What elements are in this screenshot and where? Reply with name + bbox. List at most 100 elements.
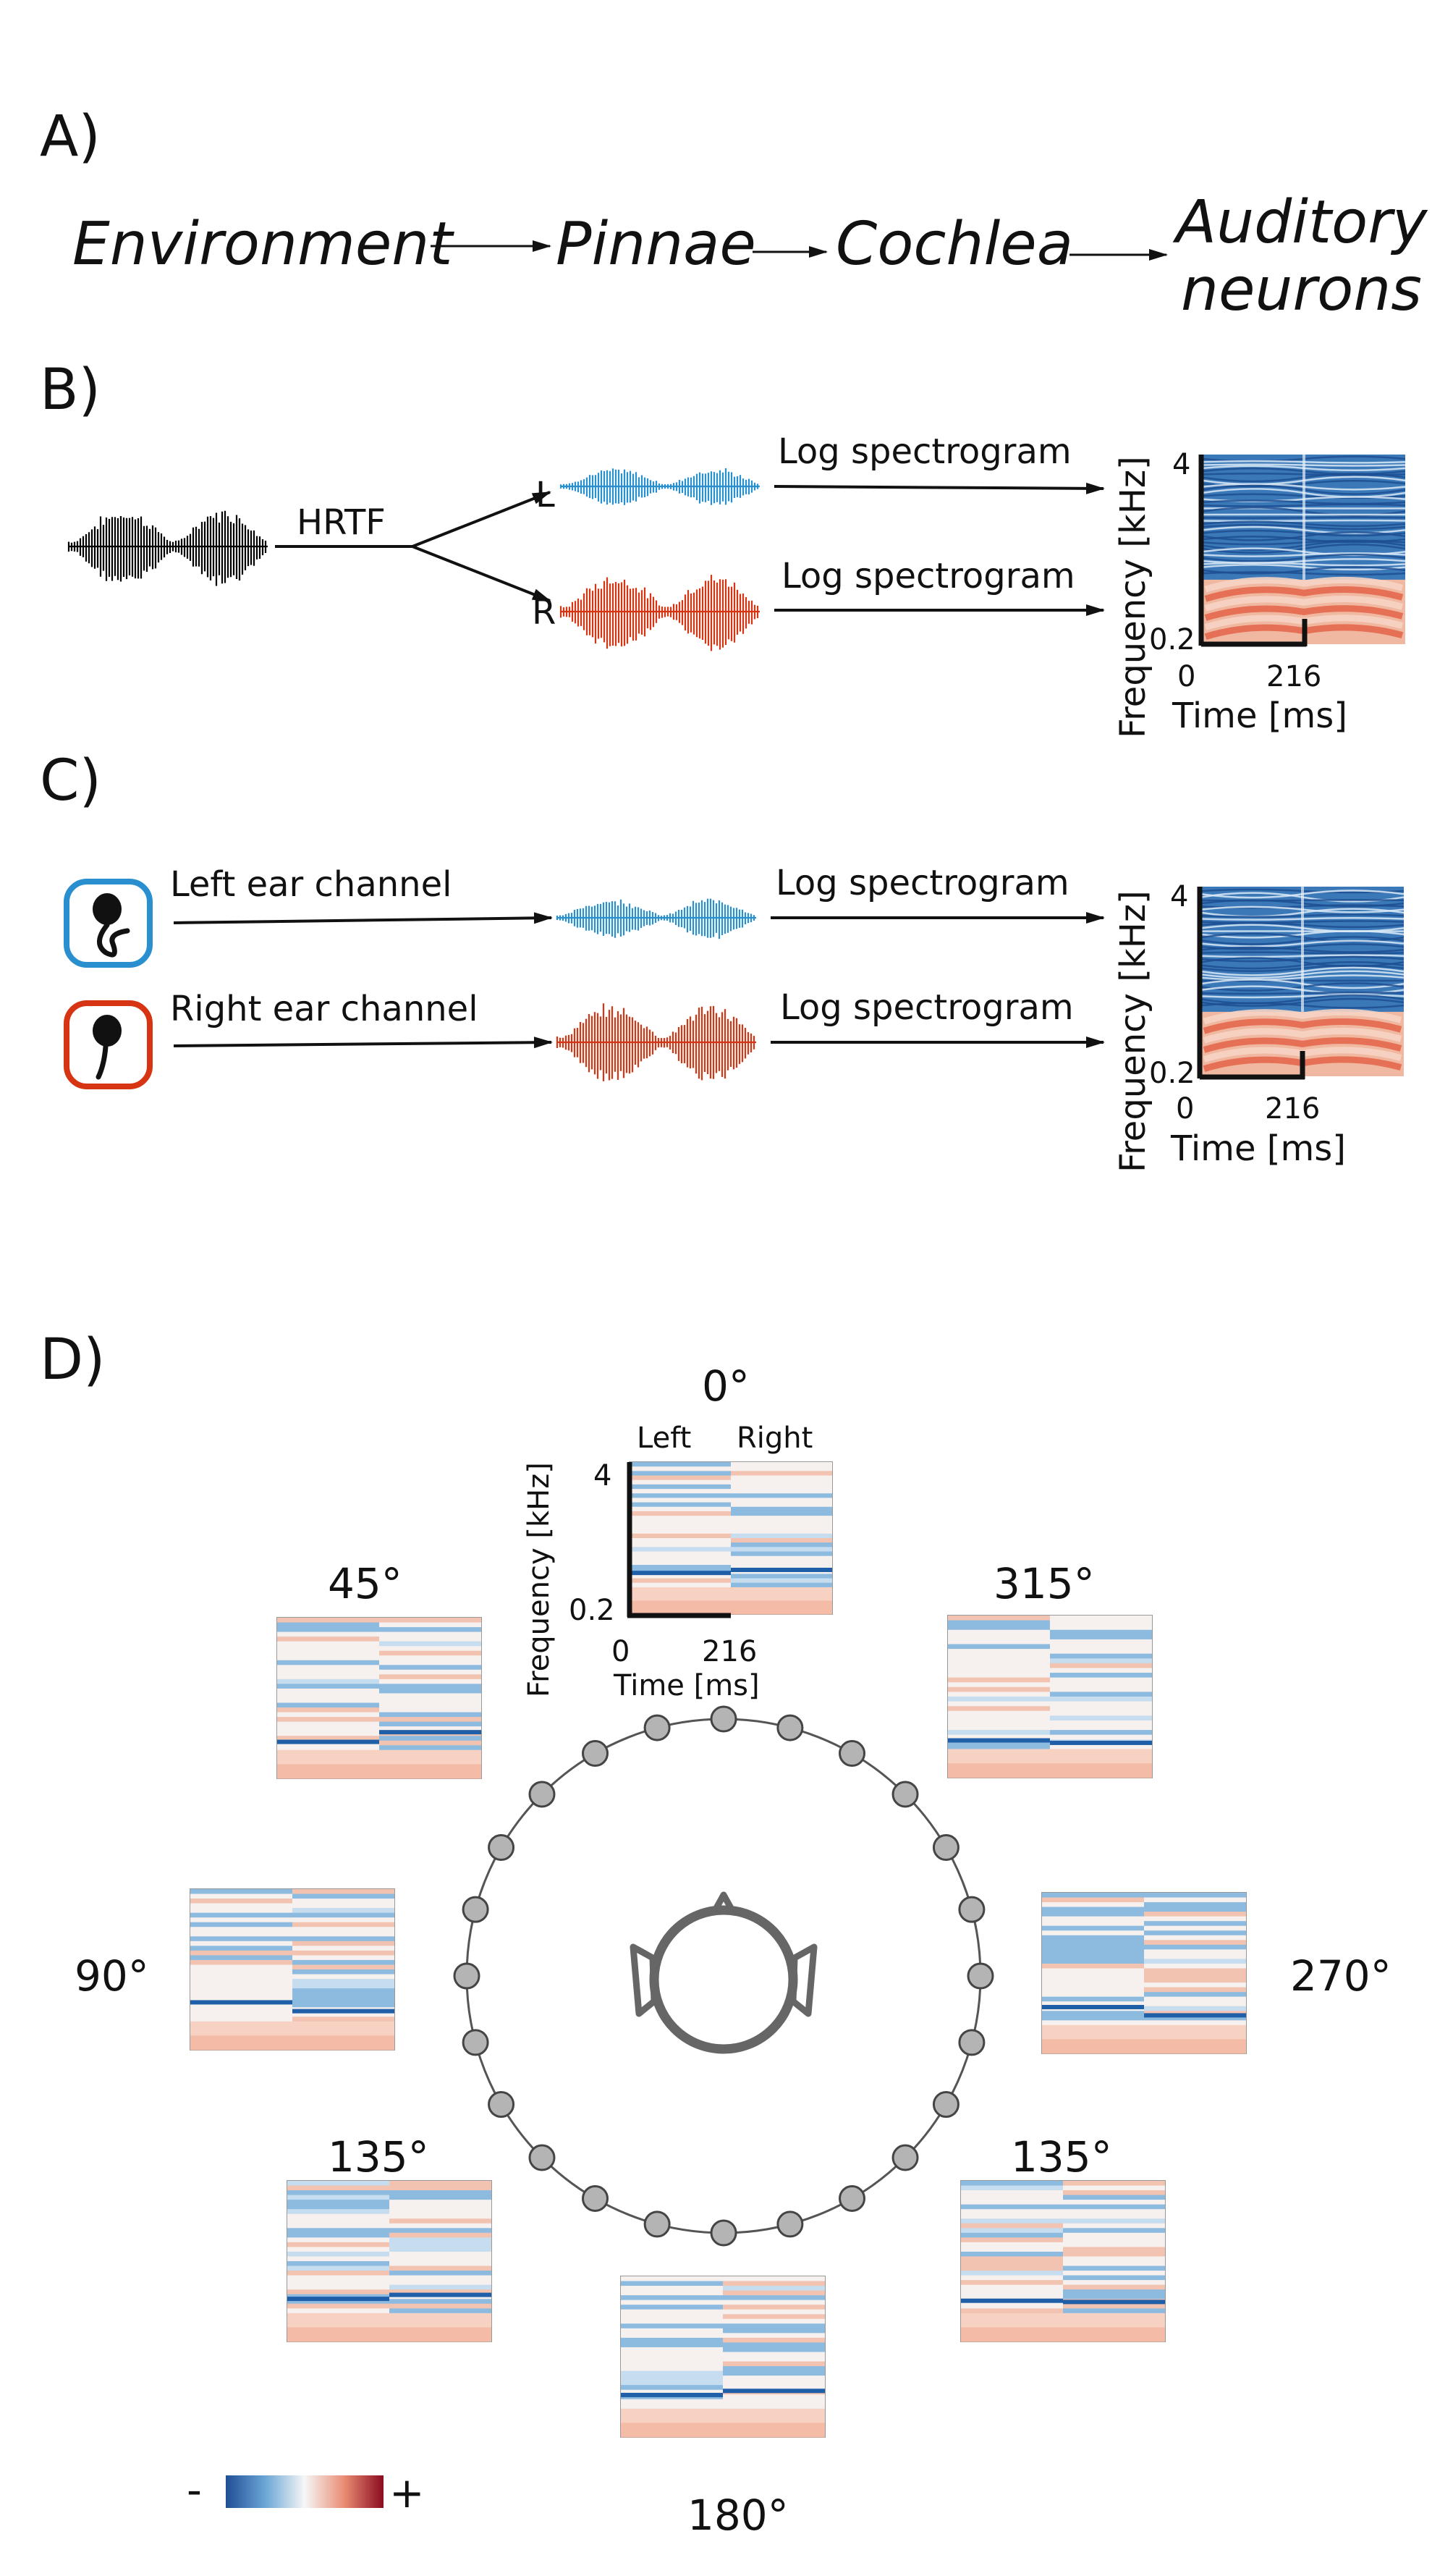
map-stripe xyxy=(630,1520,731,1525)
map-stripe xyxy=(287,2190,389,2196)
map-stripe xyxy=(190,1941,292,1946)
map-stripe xyxy=(379,1707,481,1713)
map-stripe xyxy=(292,2026,394,2032)
map-stripe xyxy=(961,2336,1063,2342)
map-stripe xyxy=(1063,2322,1165,2328)
map-stripe xyxy=(1042,2030,1144,2035)
map-stripe xyxy=(621,2389,723,2395)
spectrogram-formant xyxy=(1204,576,1404,593)
spec-c-ytick-bottom: 0.2 xyxy=(1149,1057,1195,1090)
map-stripe xyxy=(961,2242,1063,2247)
map-stripe xyxy=(961,2204,1063,2210)
speaker-dot xyxy=(643,2210,671,2238)
map-stripe xyxy=(379,1698,481,1704)
map-stripe xyxy=(621,2427,723,2433)
map-stripe xyxy=(723,2417,825,2423)
map-stripe xyxy=(1042,2001,1144,2007)
map-stripe xyxy=(1063,2280,1165,2286)
map-stripe xyxy=(723,2413,825,2419)
map-stripe xyxy=(961,2265,1063,2271)
map-stripe xyxy=(630,1524,731,1530)
map-stripe xyxy=(621,2399,723,2404)
map-stripe xyxy=(731,1524,832,1530)
map-stripe xyxy=(723,2305,825,2310)
map-stripe xyxy=(630,1502,731,1508)
map-stripe xyxy=(277,1627,379,1633)
stage-environment: Environment xyxy=(72,210,454,279)
map-stripe xyxy=(1063,2265,1165,2271)
map-stripe xyxy=(948,1763,1050,1769)
map-stripe xyxy=(1050,1686,1152,1692)
map-stripe xyxy=(731,1578,832,1584)
map-0-ylabel: Frequency [kHz] xyxy=(522,1462,556,1697)
map-stripe xyxy=(723,2300,825,2305)
map-stripe xyxy=(389,2228,491,2234)
binaural-map-180 xyxy=(620,2276,826,2438)
spectrogram-formant xyxy=(1203,1018,1402,1034)
map-strong-band xyxy=(379,1730,481,1735)
map-stripe xyxy=(621,2290,723,2296)
map-stripe xyxy=(379,1745,481,1751)
map-stripe xyxy=(190,1922,292,1927)
map-stripe xyxy=(389,2218,491,2224)
map-stripe xyxy=(731,1493,832,1498)
map-stripe xyxy=(961,2200,1063,2205)
spec-b-xtick-0: 0 xyxy=(1177,660,1195,693)
speaker-dot xyxy=(643,1714,671,1741)
stage-cochlea: Cochlea xyxy=(836,210,1073,279)
angle-45-label: 45° xyxy=(328,1559,402,1608)
speaker-dot xyxy=(776,2210,804,2238)
map-stripe xyxy=(731,1596,832,1601)
map-stripe xyxy=(277,1665,379,1671)
map-stripe xyxy=(379,1678,481,1684)
map-stripe xyxy=(287,2242,389,2247)
spec-b-ytick-bottom: 0.2 xyxy=(1149,623,1195,656)
binaural-map-90 xyxy=(190,1888,395,2051)
map-stripe xyxy=(1050,1758,1152,1764)
map-stripe xyxy=(1144,1968,1246,1974)
map-stripe xyxy=(292,1998,394,2003)
speaker-dot xyxy=(582,1740,609,1768)
map-stripe xyxy=(190,2002,292,2008)
spec-c-xtick-0: 0 xyxy=(1176,1092,1194,1126)
map-stripe xyxy=(287,2331,389,2337)
map-stripe xyxy=(1063,2327,1165,2333)
map-stripe xyxy=(292,1903,394,1909)
panel-d-label: D) xyxy=(40,1327,106,1393)
map-stripe xyxy=(1063,2185,1165,2191)
map-stripe xyxy=(1144,2039,1246,2045)
map-stripe xyxy=(389,2195,491,2200)
map-stripe xyxy=(723,2352,825,2357)
map-stripe xyxy=(630,1511,731,1516)
map-stripe xyxy=(948,1625,1050,1631)
map-stripe xyxy=(190,2040,292,2045)
map-stripe xyxy=(731,1587,832,1592)
hrtf-arrow-right xyxy=(412,545,551,602)
map-stripe xyxy=(1050,1677,1152,1683)
map-stripe xyxy=(731,1516,832,1521)
map-stripe xyxy=(379,1641,481,1647)
map-stripe xyxy=(630,1574,731,1579)
map-stripe xyxy=(389,2256,491,2262)
speaker-dot xyxy=(932,1834,960,1861)
map-stripe xyxy=(621,2276,723,2282)
right-ear-letter: R xyxy=(532,592,556,633)
map-stripe xyxy=(948,1649,1050,1655)
map-stripe xyxy=(277,1660,379,1665)
map-stripe xyxy=(1042,2043,1144,2049)
map-stripe xyxy=(1063,2318,1165,2323)
map-stripe xyxy=(961,2251,1063,2257)
map-stripe xyxy=(621,2318,723,2324)
map-stripe xyxy=(1042,1968,1144,1974)
map-stripe xyxy=(1063,2181,1165,2187)
map-stripe xyxy=(1063,2251,1165,2257)
map-strong-band xyxy=(277,1739,379,1744)
map-stripe xyxy=(1144,1977,1246,1983)
map-stripe xyxy=(723,2295,825,2301)
map-stripe xyxy=(287,2308,389,2314)
map-stripe xyxy=(1050,1744,1152,1749)
map-stripe xyxy=(961,2322,1063,2328)
map-stripe xyxy=(961,2181,1063,2187)
map-strong-band xyxy=(948,1738,1050,1743)
map-stripe xyxy=(948,1725,1050,1731)
